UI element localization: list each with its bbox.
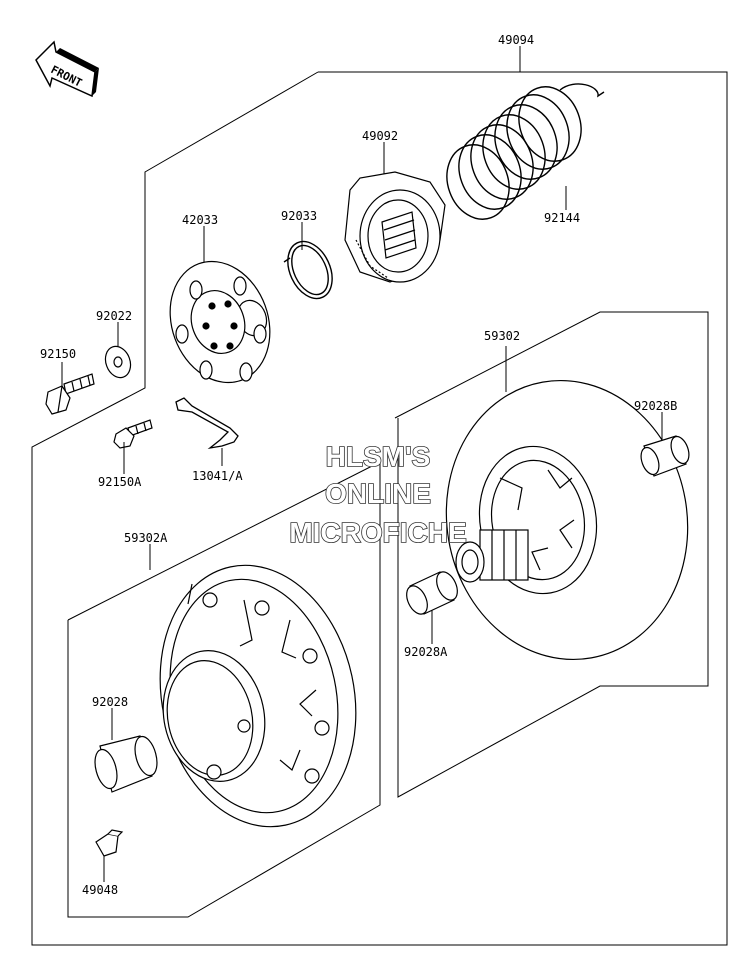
washer-92022: [104, 345, 132, 379]
watermark: HLSM'S ONLINE MICROFICHE: [289, 440, 468, 549]
label-49094: 49094: [498, 33, 534, 47]
label-92022: 92022: [96, 309, 132, 323]
label-92028: 92028: [92, 695, 128, 709]
label-92028B: 92028B: [634, 399, 677, 413]
label-92150A: 92150A: [98, 475, 142, 489]
label-42033: 42033: [182, 213, 218, 227]
label-59302A: 59302A: [124, 531, 168, 545]
label-49048: 49048: [82, 883, 118, 897]
label-92033: 92033: [281, 209, 317, 223]
sheave-59302: [445, 379, 689, 661]
clip-13041A: [175, 397, 239, 450]
bushing-92028A: [406, 571, 458, 615]
label-92150: 92150: [40, 347, 76, 361]
box-59302: [394, 311, 709, 798]
assembly-boundary: [31, 71, 728, 946]
bolt-92150A: [113, 419, 153, 449]
watermark-line3: MICROFICHE: [289, 517, 466, 548]
label-59302: 59302: [484, 329, 520, 343]
leader-lines: [61, 46, 663, 882]
box-59302A: [67, 461, 381, 918]
bushing-92028B: [640, 435, 690, 477]
sheave-59302A: [159, 564, 357, 828]
cam-49092: [344, 171, 446, 283]
weight-49048: [95, 829, 124, 857]
label-92144: 92144: [544, 211, 580, 225]
bolt-92150: [45, 373, 95, 415]
front-arrow-icon: FRONT: [35, 40, 99, 98]
label-92028A: 92028A: [404, 645, 448, 659]
watermark-line1: HLSM'S: [326, 441, 431, 472]
label-49092: 49092: [362, 129, 398, 143]
spring-92144: [446, 83, 605, 220]
watermark-line2: ONLINE: [325, 478, 431, 509]
label-13041A: 13041/A: [192, 469, 243, 483]
bushing-92028: [94, 735, 158, 793]
snap-ring-92033: [283, 240, 333, 300]
plate-42033: [169, 260, 271, 384]
